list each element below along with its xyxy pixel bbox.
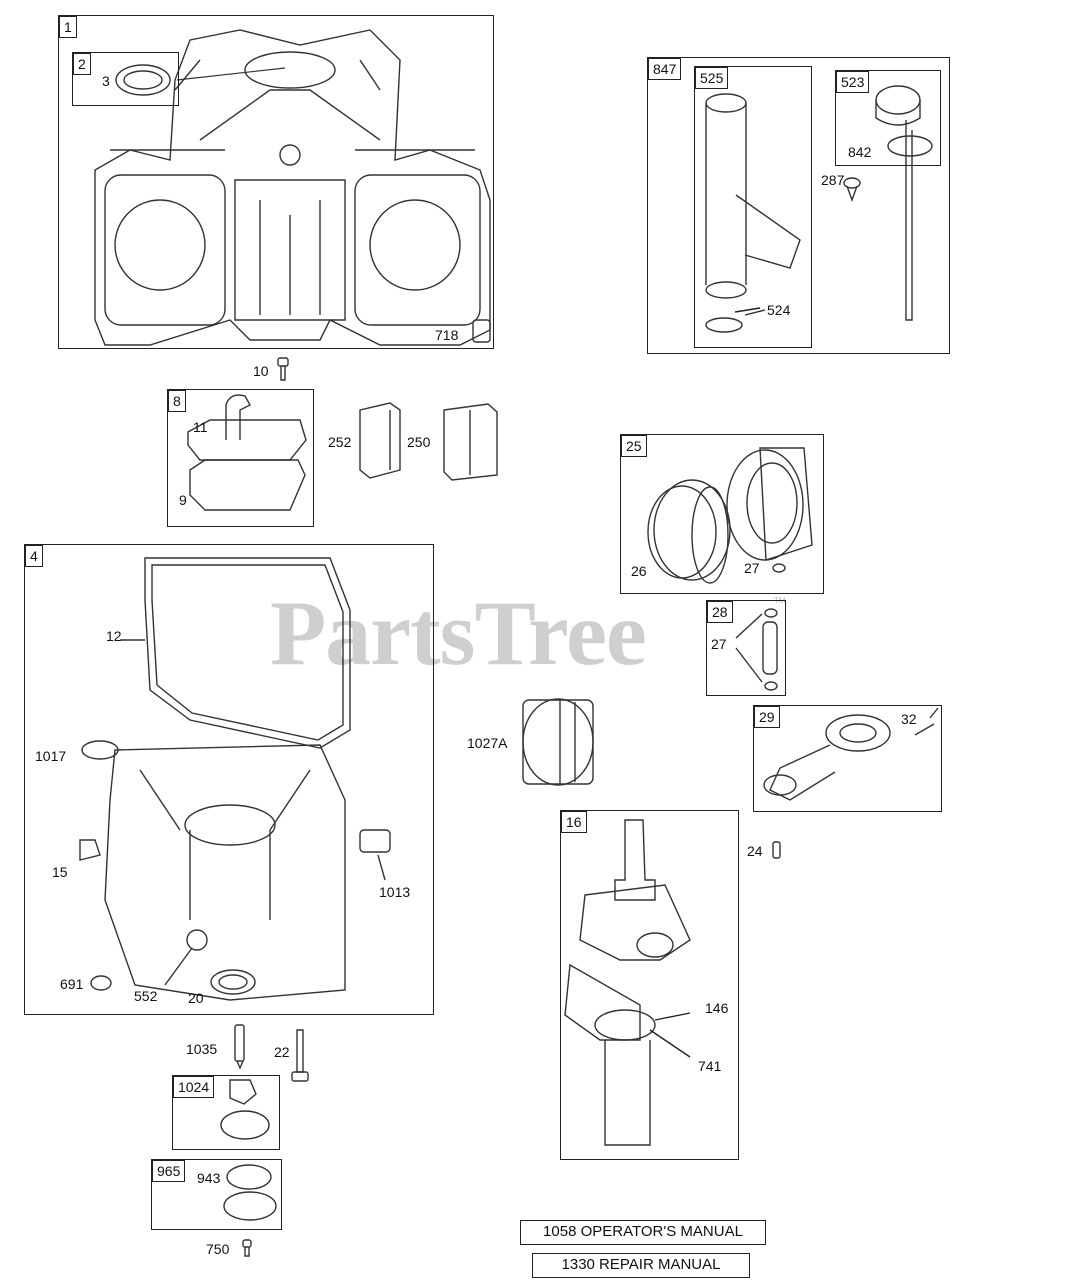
part-label-741[interactable]: 741 — [698, 1058, 722, 1074]
part-label-250[interactable]: 250 — [407, 434, 431, 450]
part-label-750[interactable]: 750 — [206, 1241, 230, 1257]
part-label-11[interactable]: 11 — [193, 419, 208, 435]
connecting-rod-drawing — [763, 707, 939, 801]
group-tag-523: 523 — [836, 71, 870, 93]
crankshaft-drawing — [564, 819, 691, 1146]
crankcase-cover-drawing — [79, 740, 391, 1001]
part-label-1013[interactable]: 1013 — [379, 884, 411, 900]
pump-cover-drawing — [223, 1164, 277, 1221]
part-label-842[interactable]: 842 — [848, 144, 872, 160]
shaft-1035-drawing — [234, 1024, 245, 1070]
part-label-718[interactable]: 718 — [435, 327, 459, 343]
group-tag-29: 29 — [754, 706, 780, 728]
part-label-287[interactable]: 287 — [821, 172, 845, 188]
part-label-20[interactable]: 20 — [188, 990, 204, 1006]
oil-pump-drawing — [220, 1079, 270, 1140]
group-tag-28: 28 — [707, 601, 733, 623]
group-tag-2: 2 — [73, 53, 91, 75]
dowel-drawing — [472, 319, 491, 343]
group-tag-25: 25 — [621, 435, 647, 457]
part-label-27-pin[interactable]: 27 — [711, 636, 727, 652]
part-label-552[interactable]: 552 — [134, 988, 158, 1004]
dipstick-drawing — [875, 85, 933, 321]
group-tag-847: 847 — [648, 58, 682, 80]
part-label-943[interactable]: 943 — [197, 1170, 221, 1186]
operators-manual-button[interactable]: 1058 OPERATOR'S MANUAL — [520, 1220, 766, 1245]
group-box-25 — [620, 434, 824, 594]
group-box-16 — [560, 810, 739, 1160]
part-label-252[interactable]: 252 — [328, 434, 352, 450]
bolt-750-drawing — [242, 1239, 252, 1257]
group-tag-1: 1 — [59, 16, 77, 38]
group-box-1 — [58, 15, 494, 349]
repair-manual-button[interactable]: 1330 REPAIR MANUAL — [532, 1253, 750, 1278]
part-label-524[interactable]: 524 — [767, 302, 791, 318]
part-label-32[interactable]: 32 — [901, 711, 917, 727]
group-box-523 — [835, 70, 941, 166]
part-label-22[interactable]: 22 — [274, 1044, 290, 1060]
seal-drawing — [115, 64, 286, 96]
part-label-3[interactable]: 3 — [102, 73, 110, 89]
part-label-24[interactable]: 24 — [747, 843, 763, 859]
part-label-691[interactable]: 691 — [60, 976, 84, 992]
watermark: PartsTree — [270, 582, 647, 684]
dipstick-tube-drawing — [705, 93, 801, 333]
part-label-12[interactable]: 12 — [106, 628, 122, 644]
bolt-287-drawing — [843, 177, 861, 203]
group-tag-525: 525 — [695, 67, 729, 89]
bolt-10-drawing — [277, 357, 289, 381]
group-tag-1024: 1024 — [173, 1076, 215, 1098]
part-label-10[interactable]: 10 — [253, 363, 269, 379]
group-box-525 — [694, 66, 812, 348]
part-label-26[interactable]: 26 — [631, 563, 647, 579]
group-tag-4: 4 — [25, 545, 43, 567]
group-box-28 — [706, 600, 786, 696]
group-box-2 — [72, 52, 179, 106]
part-label-15[interactable]: 15 — [52, 864, 68, 880]
group-tag-8: 8 — [168, 390, 186, 412]
screw-22-drawing — [291, 1029, 309, 1082]
group-box-4 — [24, 544, 434, 1015]
group-box-29 — [753, 705, 942, 812]
gasket-drawing — [120, 557, 351, 749]
oil-filter-drawing — [522, 698, 594, 786]
part-label-1035[interactable]: 1035 — [186, 1041, 218, 1057]
part-label-1017[interactable]: 1017 — [35, 748, 67, 764]
group-box-847 — [647, 57, 950, 354]
group-tag-965: 965 — [152, 1160, 186, 1182]
pin-24-drawing — [772, 841, 781, 859]
group-box-1024 — [172, 1075, 280, 1150]
group-box-965 — [151, 1159, 282, 1230]
part-label-27-piston[interactable]: 27 — [744, 560, 760, 576]
breather-filter-drawing — [359, 402, 498, 481]
part-label-146[interactable]: 146 — [705, 1000, 729, 1016]
group-tag-16: 16 — [561, 811, 587, 833]
part-label-9[interactable]: 9 — [179, 492, 187, 508]
piston-drawing — [647, 447, 813, 584]
group-box-8 — [167, 389, 314, 527]
part-label-1027A[interactable]: 1027A — [467, 735, 508, 751]
cylinder-block-drawing — [94, 29, 491, 346]
piston-pin-drawing — [735, 608, 778, 691]
breather-drawing — [187, 394, 307, 511]
